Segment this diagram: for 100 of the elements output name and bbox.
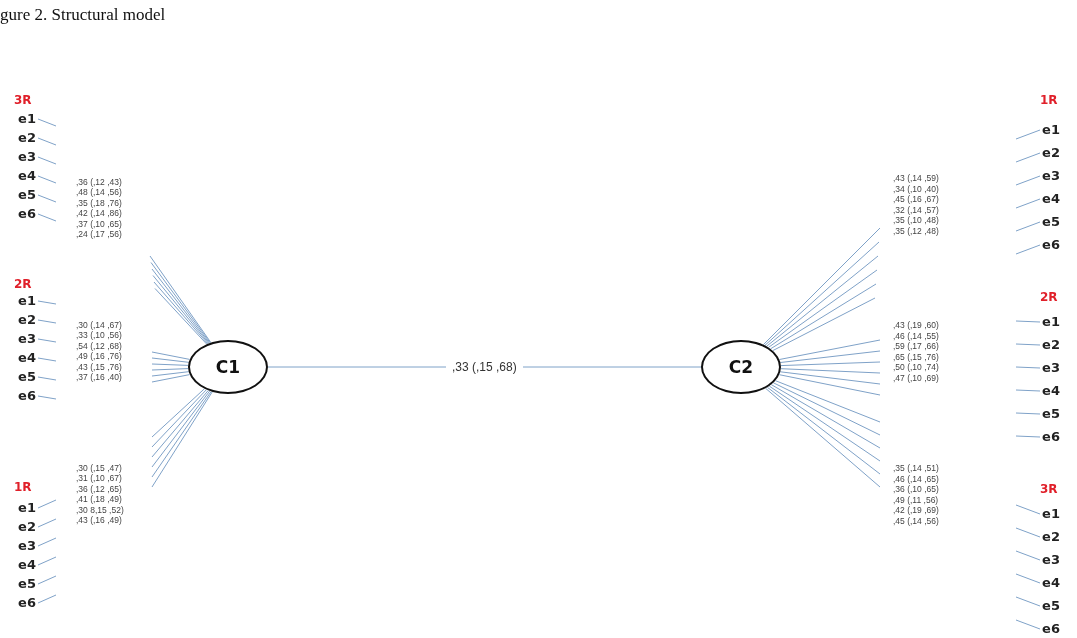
error-line xyxy=(37,175,57,184)
error-line xyxy=(37,395,57,400)
loading-value: ,65 (,15 ,76) xyxy=(893,351,939,362)
error-label: e5 xyxy=(16,576,38,592)
path-line xyxy=(151,390,209,458)
loading-value: ,43 (,16 ,49) xyxy=(76,515,122,525)
loading-value: ,48 (,14 ,56) xyxy=(76,187,122,198)
loading-value: ,43 (,15 ,76) xyxy=(76,361,122,372)
edge-label: ,33 (,15 ,68) xyxy=(446,360,523,374)
path-line xyxy=(151,363,189,366)
loading-value: ,46 (,14 ,55) xyxy=(893,330,939,341)
path-line xyxy=(151,388,205,438)
path-line xyxy=(778,374,881,396)
loading-value: ,36 (,12 ,43) xyxy=(76,177,122,187)
loading-value: ,54 (,12 ,68) xyxy=(76,340,122,351)
loading-value: ,36 (,12 ,65) xyxy=(76,483,122,494)
error-label: e6 xyxy=(16,595,38,611)
error-line xyxy=(37,319,57,324)
error-line xyxy=(37,594,57,604)
group-heading: 1R xyxy=(1040,93,1058,107)
path-line xyxy=(778,339,881,360)
error-line xyxy=(1015,573,1041,584)
error-line xyxy=(37,376,57,381)
error-label: e1 xyxy=(1040,506,1062,522)
error-line xyxy=(37,556,57,566)
loading-value: ,45 (,14 ,56) xyxy=(893,516,939,526)
loading-value: ,30 (,15 ,47) xyxy=(76,463,122,473)
error-line xyxy=(37,156,57,165)
group-heading: 2R xyxy=(14,277,32,291)
group-heading: 1R xyxy=(14,480,32,494)
error-line xyxy=(37,213,57,222)
error-line xyxy=(1015,152,1041,163)
loading-value: ,49 (,16 ,76) xyxy=(76,351,122,362)
group-heading: 2R xyxy=(1040,290,1058,304)
error-label: e4 xyxy=(1040,191,1062,207)
error-line xyxy=(37,537,57,547)
loading-value: ,59 (,17 ,66) xyxy=(893,341,939,352)
error-label: e1 xyxy=(1040,122,1062,138)
loading-value: ,33 (,10 ,56) xyxy=(76,330,122,341)
error-label: e5 xyxy=(16,369,38,385)
path-line xyxy=(151,389,207,448)
path-line xyxy=(151,374,191,383)
error-label: e6 xyxy=(16,388,38,404)
error-line xyxy=(1015,527,1041,538)
loading-value: ,41 (,18 ,49) xyxy=(76,494,122,505)
error-label: e5 xyxy=(1040,598,1062,614)
loading-value: ,43 (,14 ,59) xyxy=(893,173,939,183)
loading-value: ,43 (,19 ,60) xyxy=(893,320,939,330)
path-line xyxy=(780,368,881,374)
error-line xyxy=(1015,619,1041,630)
error-line xyxy=(1015,596,1041,607)
error-line xyxy=(1015,343,1041,346)
path-line xyxy=(779,350,881,363)
latent-ellipse xyxy=(701,340,781,394)
error-label: e4 xyxy=(1040,383,1062,399)
error-label: e5 xyxy=(1040,214,1062,230)
error-label: e2 xyxy=(1040,337,1062,353)
loading-value: ,30 8,15 ,52) xyxy=(76,504,124,515)
path-line xyxy=(766,255,879,347)
error-line xyxy=(1015,366,1041,369)
path-line xyxy=(768,385,881,462)
error-line xyxy=(37,357,57,362)
path-line xyxy=(151,368,189,371)
loading-value: ,24 (,17 ,56) xyxy=(76,229,122,239)
loading-value: ,49 (,11 ,56) xyxy=(893,494,939,505)
error-label: e3 xyxy=(16,538,38,554)
error-line xyxy=(37,518,57,528)
error-line xyxy=(37,499,57,509)
error-line xyxy=(37,300,57,305)
error-label: e3 xyxy=(16,149,38,165)
loading-value: ,35 (,12 ,48) xyxy=(893,226,939,236)
error-label: e2 xyxy=(16,130,38,146)
error-label: e3 xyxy=(1040,168,1062,184)
error-label: e2 xyxy=(16,312,38,328)
path-line xyxy=(775,380,881,423)
error-label: e2 xyxy=(16,519,38,535)
loading-value: ,37 (,16 ,40) xyxy=(76,372,122,382)
path-line xyxy=(151,351,191,360)
loading-value: ,46 (,14 ,65) xyxy=(893,473,939,484)
loading-value: ,50 (,10 ,74) xyxy=(893,362,939,373)
figure-title: gure 2. Structural model xyxy=(0,5,166,25)
error-label: e1 xyxy=(16,293,38,309)
error-label: e4 xyxy=(16,557,38,573)
error-label: e1 xyxy=(16,111,38,127)
error-label: e6 xyxy=(1040,237,1062,253)
error-label: e3 xyxy=(1040,552,1062,568)
error-label: e5 xyxy=(16,187,38,203)
loading-value: ,42 (,19 ,69) xyxy=(893,505,939,516)
error-label: e4 xyxy=(16,168,38,184)
loading-value: ,34 (,10 ,40) xyxy=(893,183,939,194)
error-line xyxy=(1015,244,1041,255)
error-label: e3 xyxy=(1040,360,1062,376)
latent-label: C2 xyxy=(728,357,754,377)
error-line xyxy=(37,137,57,146)
error-label: e1 xyxy=(16,500,38,516)
error-line xyxy=(1015,198,1041,209)
loading-value: ,35 (,18 ,76) xyxy=(76,197,122,208)
loading-value: ,36 (,10 ,65) xyxy=(893,484,939,495)
path-line xyxy=(779,371,881,385)
loading-value: ,32 (,14 ,57) xyxy=(893,204,939,215)
